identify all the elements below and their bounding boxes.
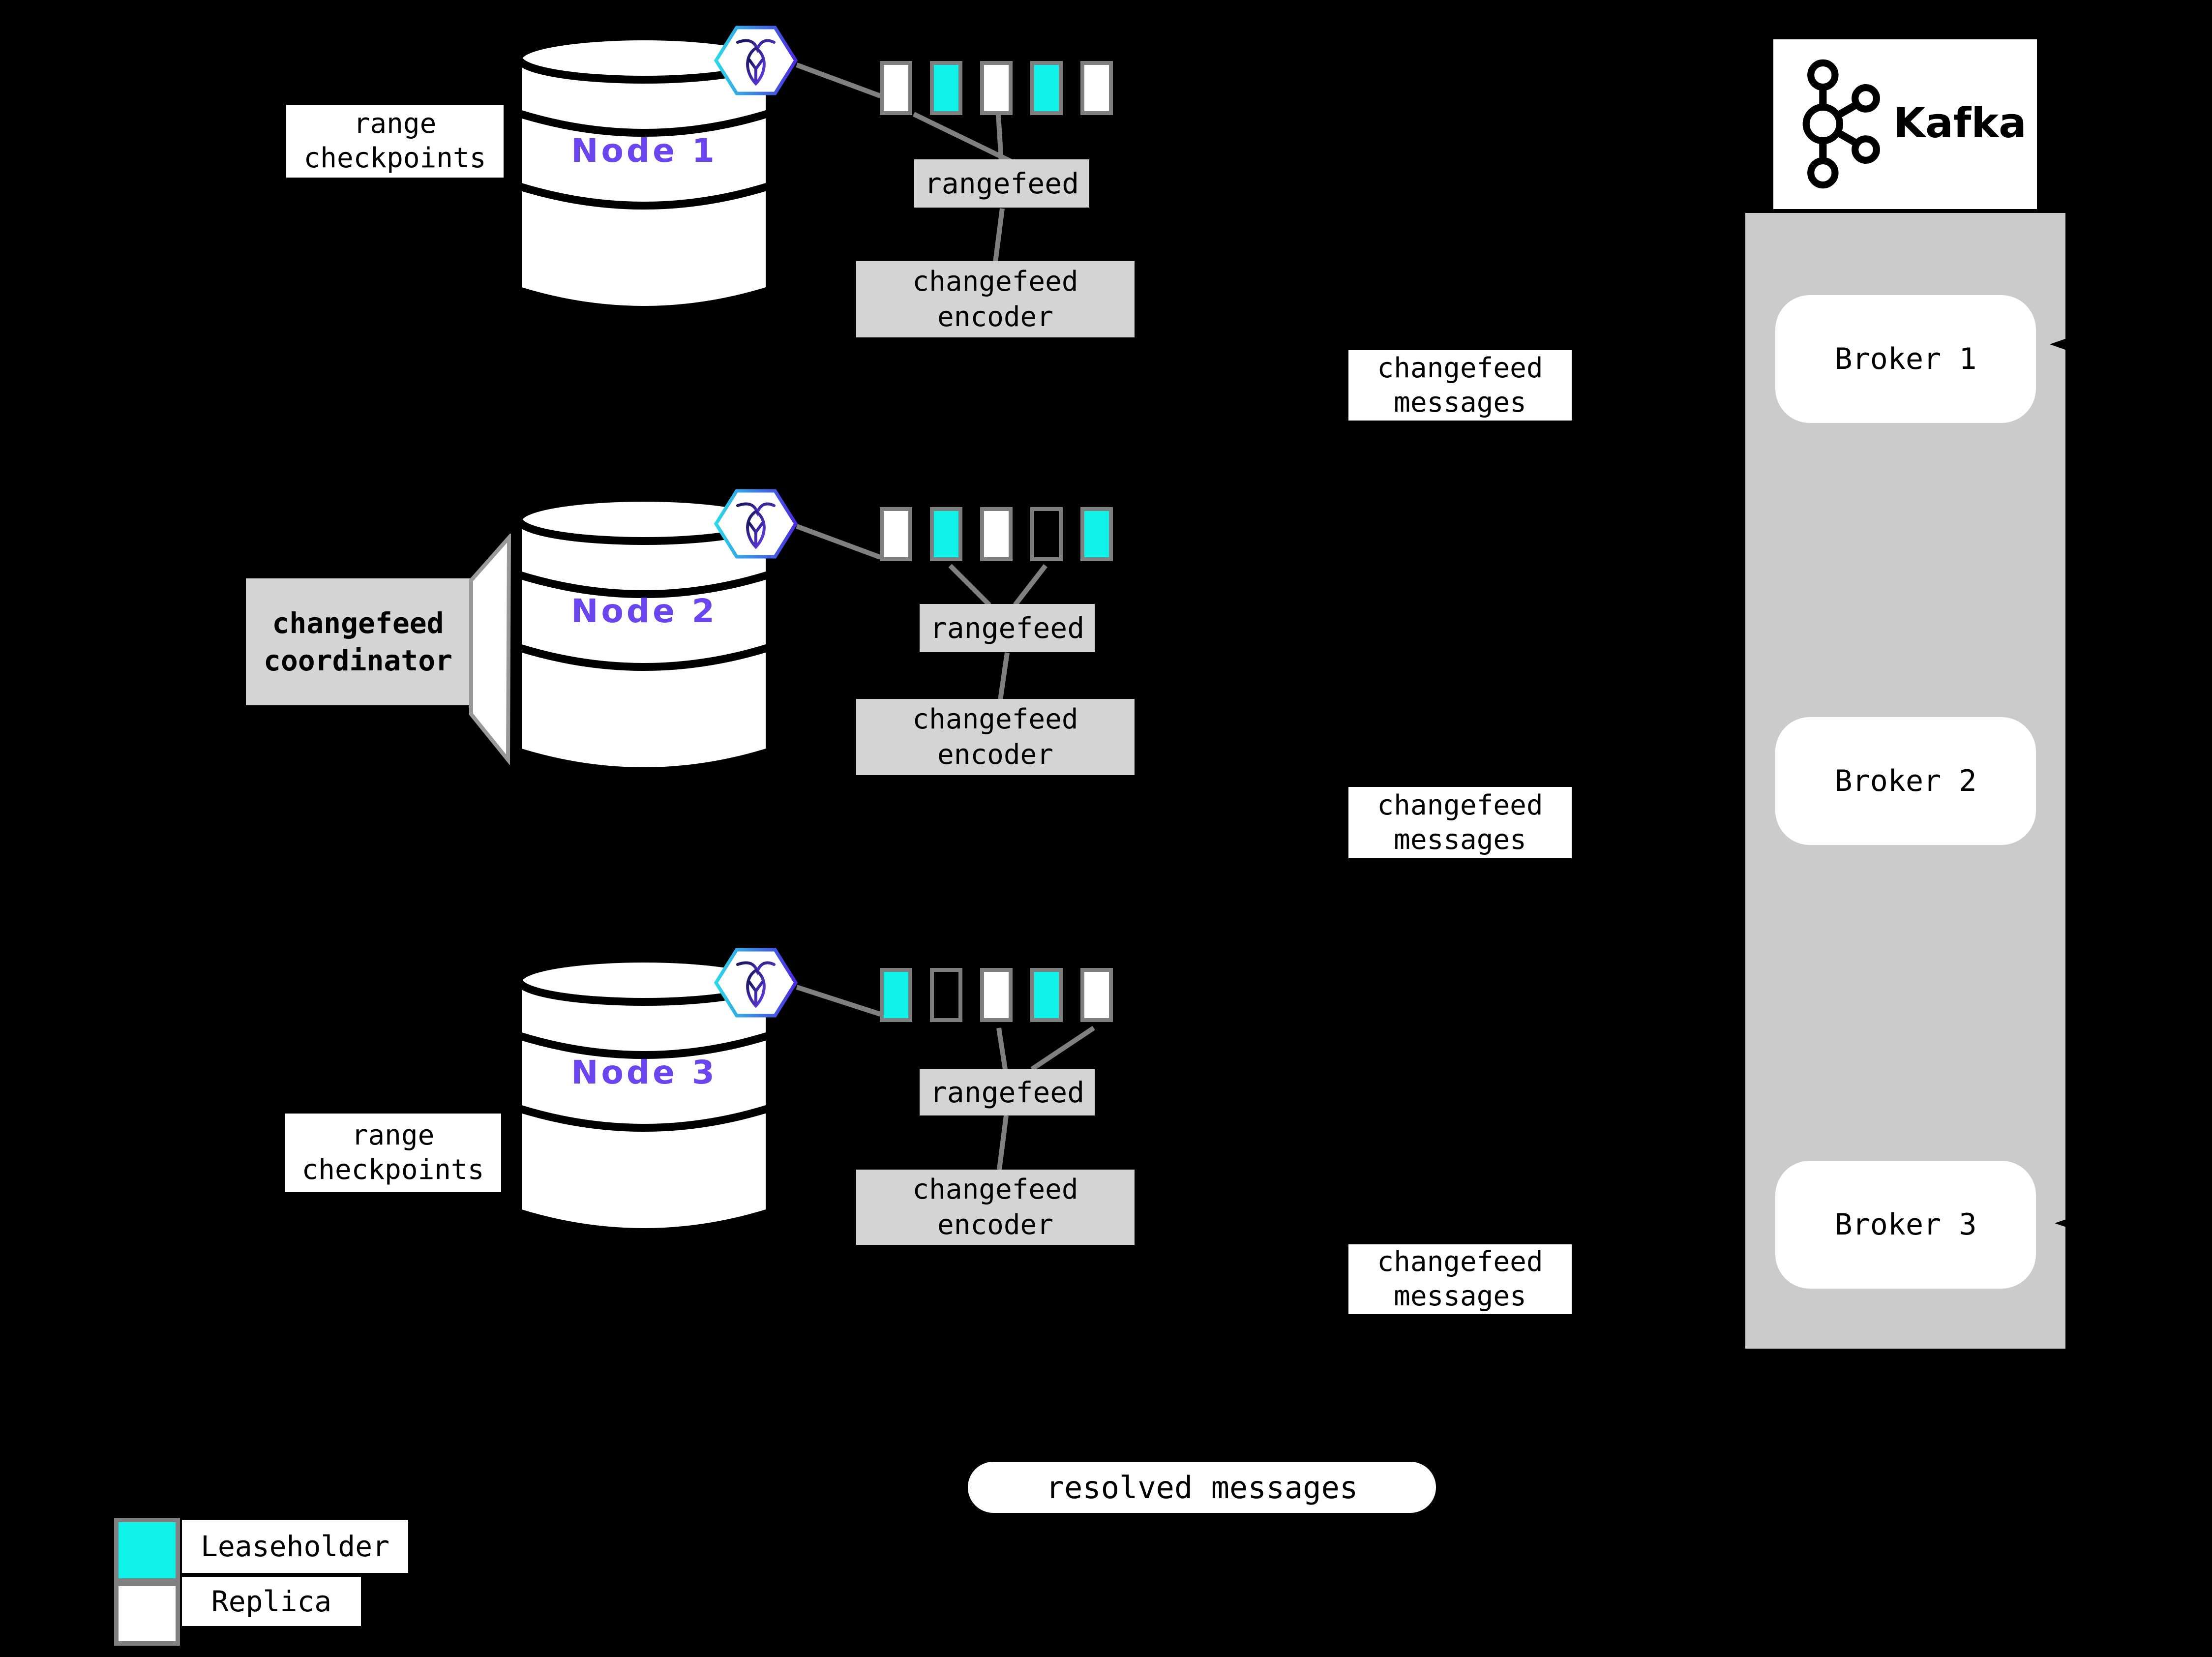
- range-replica: [880, 507, 912, 561]
- messages-text: changefeed messages: [1377, 352, 1543, 419]
- range-row-node2: [880, 507, 1113, 561]
- messages-text: changefeed messages: [1377, 789, 1543, 856]
- encoder-text: changefeed encoder: [912, 703, 1078, 771]
- range-replica: [1080, 968, 1113, 1022]
- range-replica: [1080, 61, 1113, 115]
- legend-replica-swatch: [114, 1582, 180, 1646]
- range-row-node3: [880, 968, 1113, 1022]
- broker-3-text: Broker 3: [1834, 1207, 1977, 1242]
- rangefeed-text: rangefeed: [924, 167, 1079, 200]
- range-leaseholder: [880, 968, 912, 1022]
- legend-replica-text: Replica: [211, 1585, 332, 1618]
- range-empty: [930, 968, 962, 1022]
- cockroachdb-logo-icon: [714, 26, 798, 95]
- range-checkpoints-label-node3: range checkpoints: [285, 1114, 501, 1192]
- range-replica: [880, 61, 912, 115]
- range-row-node1: [880, 61, 1113, 115]
- legend-replica-label: Replica: [182, 1577, 361, 1626]
- database-cylinder-node2: [514, 494, 774, 775]
- encoder-text: changefeed encoder: [912, 1173, 1078, 1241]
- changefeed-messages-label-node2: changefeed messages: [1348, 787, 1572, 858]
- database-cylinder-node3: [514, 955, 774, 1236]
- rangefeed-box-node2: rangefeed: [920, 604, 1095, 652]
- resolved-messages-pill: resolved messages: [968, 1462, 1436, 1513]
- range-checkpoints-text: range checkpoints: [303, 108, 486, 174]
- range-replica: [980, 61, 1013, 115]
- changefeed-coordinator-box: changefeed coordinator: [246, 578, 470, 705]
- node2-label-text: Node 2: [571, 592, 717, 630]
- database-cylinder-node1: [514, 32, 774, 314]
- rangefeed-box-node1: rangefeed: [914, 159, 1089, 208]
- node1-label-text: Node 1: [571, 132, 717, 170]
- range-leaseholder: [1080, 507, 1113, 561]
- range-leaseholder: [1030, 61, 1063, 115]
- range-leaseholder: [1030, 968, 1063, 1022]
- legend-leaseholder-text: Leaseholder: [200, 1530, 390, 1563]
- messages-text: changefeed messages: [1377, 1246, 1543, 1312]
- range-replica: [980, 507, 1013, 561]
- node3-label-text: Node 3: [571, 1054, 717, 1091]
- node3-label: Node 3: [563, 1054, 725, 1091]
- range-empty: [1030, 507, 1063, 561]
- broker-1-text: Broker 1: [1834, 342, 1977, 376]
- range-checkpoints-text: range checkpoints: [301, 1119, 484, 1186]
- encoder-text: changefeed encoder: [912, 265, 1078, 333]
- broker-2-text: Broker 2: [1834, 764, 1977, 798]
- changefeed-encoder-box-node2: changefeed encoder: [856, 699, 1135, 775]
- coordinator-text: changefeed coordinator: [263, 606, 453, 677]
- kafka-logo-icon: [1802, 59, 1880, 189]
- rangefeed-text: rangefeed: [929, 1076, 1085, 1109]
- range-leaseholder: [930, 507, 962, 561]
- changefeed-messages-label-node1: changefeed messages: [1348, 350, 1572, 421]
- broker-1-box: Broker 1: [1775, 295, 2036, 423]
- kafka-wordmark-text: Kafka: [1893, 99, 2027, 147]
- resolved-messages-text: resolved messages: [1046, 1469, 1358, 1506]
- node2-label: Node 2: [563, 592, 725, 630]
- range-leaseholder: [930, 61, 962, 115]
- range-checkpoints-label-node1: range checkpoints: [286, 105, 504, 178]
- broker-3-box: Broker 3: [1775, 1161, 2036, 1289]
- cockroachdb-logo-icon: [714, 948, 798, 1018]
- changefeed-encoder-box-node3: changefeed encoder: [856, 1170, 1135, 1245]
- range-replica: [980, 968, 1013, 1022]
- cockroachdb-logo-icon: [714, 489, 798, 559]
- legend-leaseholder-label: Leaseholder: [182, 1520, 408, 1573]
- rangefeed-box-node3: rangefeed: [920, 1069, 1095, 1115]
- changefeed-encoder-box-node1: changefeed encoder: [856, 261, 1135, 337]
- kafka-wordmark: Kafka: [1893, 98, 2031, 148]
- node1-label: Node 1: [563, 132, 725, 170]
- changefeed-messages-label-node3: changefeed messages: [1348, 1244, 1572, 1314]
- broker-2-box: Broker 2: [1775, 717, 2036, 845]
- coordinator-callout-shape: [469, 534, 511, 765]
- legend-leaseholder-swatch: [114, 1518, 180, 1583]
- rangefeed-text: rangefeed: [929, 611, 1085, 645]
